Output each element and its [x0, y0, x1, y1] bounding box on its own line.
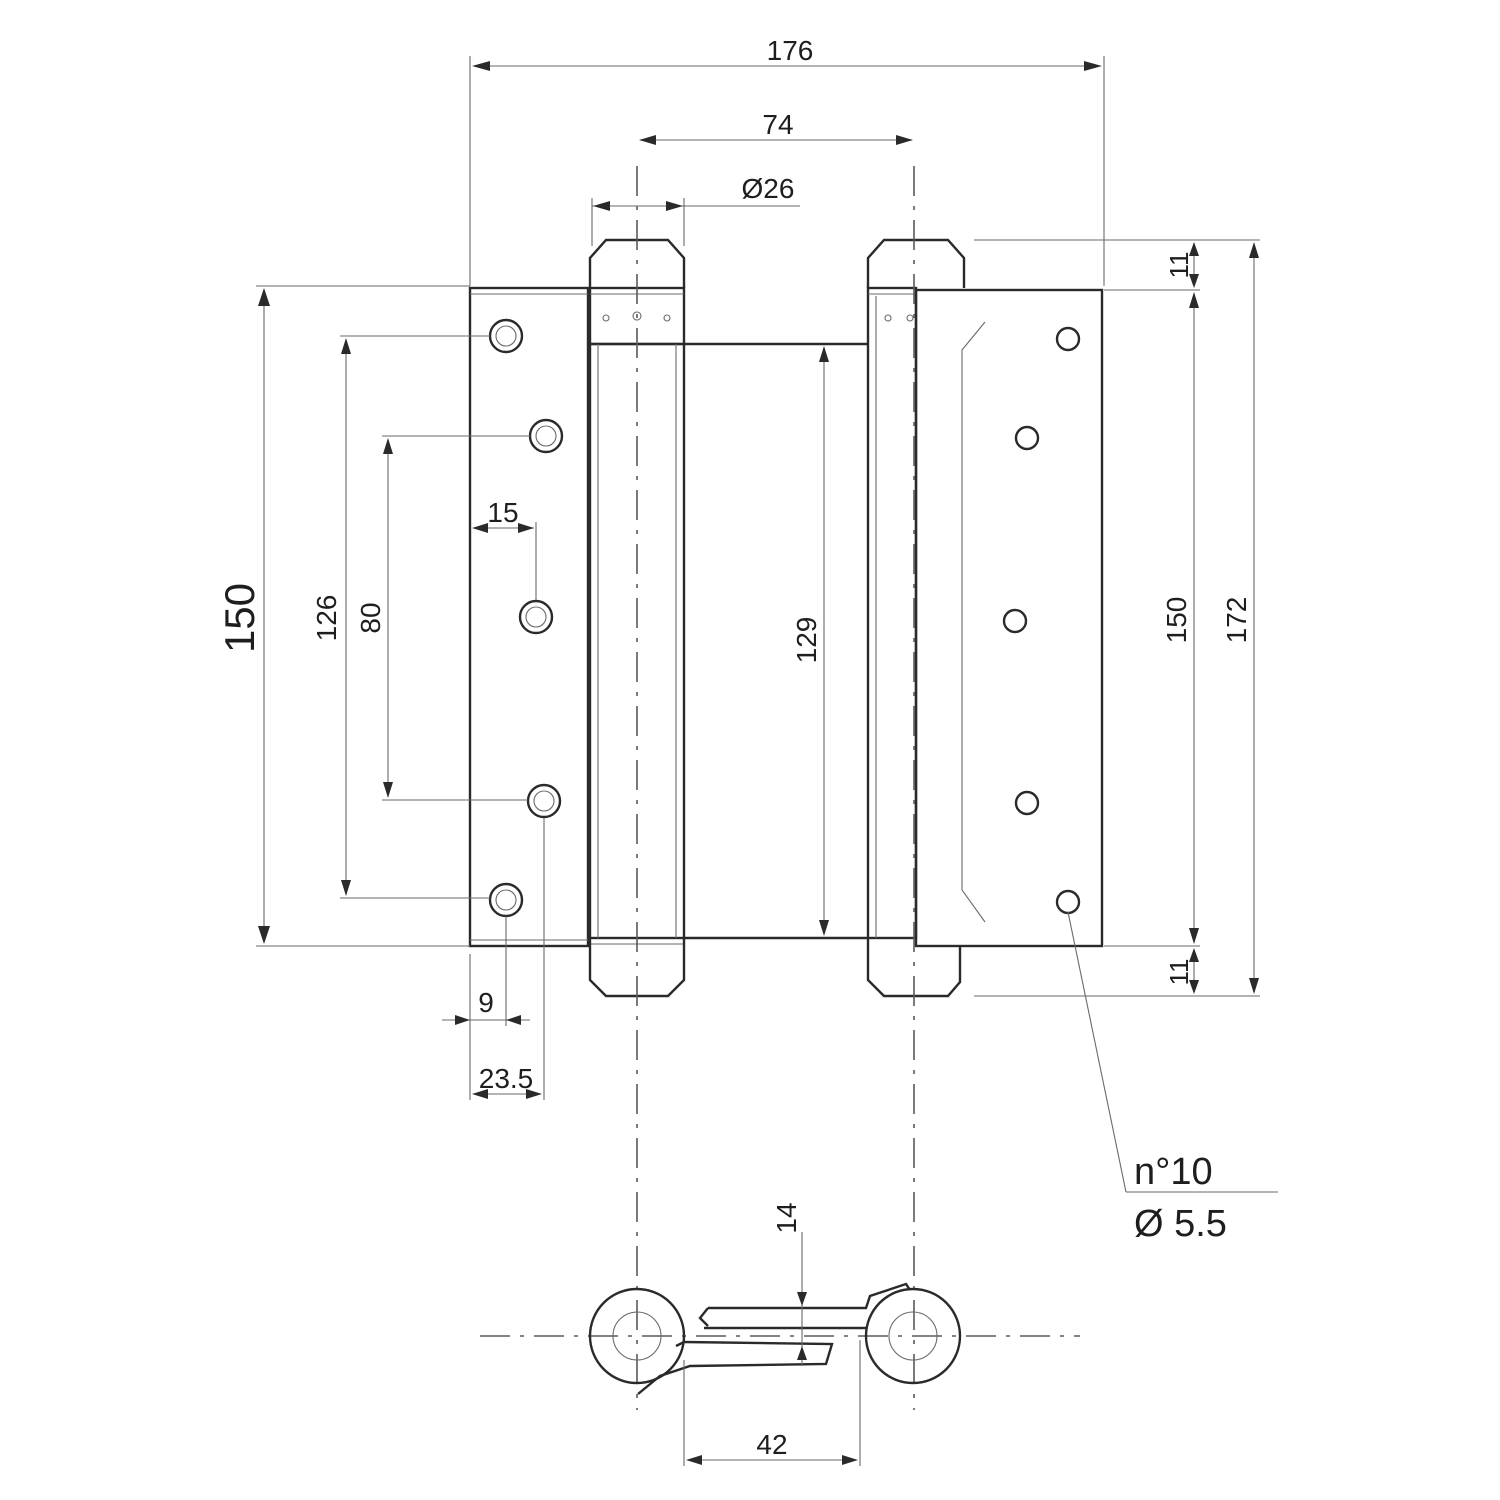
left-hole-1: [488, 318, 524, 354]
right-hole-5: [1055, 889, 1081, 915]
left-hole-5: [488, 882, 524, 918]
right-hole-3: [1002, 608, 1028, 634]
dim-leaf-height-left: 150: [216, 583, 263, 653]
dim-barrel-length: 129: [791, 617, 822, 664]
dim-top-cap: 11: [1164, 252, 1194, 279]
spring-body: [684, 342, 868, 940]
right-hole-1: [1055, 326, 1081, 352]
dim-inner-hole-edge-offset: 23.5: [479, 1063, 534, 1094]
center-lines: [480, 166, 1080, 1410]
dim-total-height: 172: [1221, 597, 1252, 644]
left-hole-4: [526, 783, 562, 819]
right-hole-4: [1014, 790, 1040, 816]
right-hole-2: [1014, 425, 1040, 451]
dim-center-hole-offset: 15: [487, 497, 518, 528]
dim-pin-spacing: 74: [762, 109, 793, 140]
dim-inner-hole-spacing: 80: [355, 602, 386, 633]
holes-diameter-note: Ø 5.5: [1134, 1203, 1227, 1245]
dim-bottom-cap: 11: [1164, 959, 1194, 986]
holes-count-note: n°10: [1134, 1151, 1213, 1193]
right-leaf-holes: [1002, 326, 1081, 915]
dim-section-width: 42: [756, 1429, 787, 1460]
dim-leaf-height-right: 150: [1161, 597, 1192, 644]
section-view: [588, 1232, 962, 1466]
dim-overall-width: 176: [767, 35, 814, 66]
dim-hole-edge-offset: 9: [478, 987, 494, 1018]
dimension-labels: 176 74 Ø26 150 126 80 15 129 11 150 172 …: [216, 35, 1252, 1460]
right-leaf: [914, 288, 1104, 948]
dim-barrel-diameter: Ø26: [742, 173, 795, 204]
left-hole-3: [518, 599, 554, 635]
dim-outer-hole-spacing: 126: [311, 595, 342, 642]
dimension-lines: [256, 56, 1278, 1193]
dim-section-thickness: 14: [771, 1202, 802, 1233]
left-leaf: [468, 286, 590, 948]
left-hole-2: [528, 418, 564, 454]
left-leaf-holes: [488, 318, 564, 918]
